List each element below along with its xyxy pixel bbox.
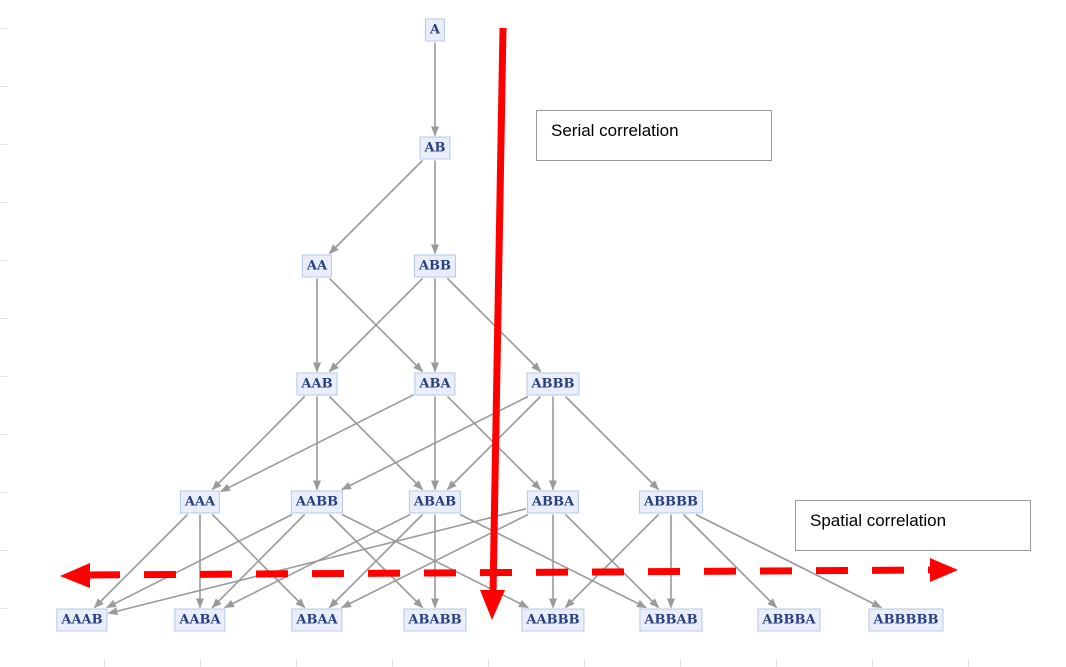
edge-aaa-to-aaab bbox=[93, 513, 189, 609]
grid-tick bbox=[968, 659, 969, 667]
node-aabb: AABB bbox=[290, 490, 344, 514]
edge-abab-to-abaa bbox=[328, 513, 424, 609]
edge-abb-to-aab bbox=[328, 277, 424, 373]
edge-aab-to-aaa bbox=[211, 395, 306, 491]
edge-abbb-to-abbbb bbox=[564, 395, 660, 491]
node-aabbb: AABBB bbox=[521, 608, 585, 632]
grid-tick bbox=[0, 376, 8, 377]
serial-correlation-arrow bbox=[480, 27, 507, 620]
grid-tick bbox=[0, 86, 8, 87]
grid-tick bbox=[0, 318, 8, 319]
edge-abba-to-aaab bbox=[107, 507, 527, 616]
spatial-correlation-arrow bbox=[60, 558, 958, 588]
grid-tick bbox=[680, 659, 681, 667]
edge-abb-to-abbb bbox=[446, 277, 542, 373]
grid-tick bbox=[776, 659, 777, 667]
node-aaba: AABA bbox=[174, 608, 226, 632]
grid-tick bbox=[0, 434, 8, 435]
grid-tick bbox=[488, 659, 489, 667]
grid-tick bbox=[296, 659, 297, 667]
grid-tick bbox=[392, 659, 393, 667]
node-abbbbb: ABBBBB bbox=[868, 608, 944, 632]
grid-tick bbox=[584, 659, 585, 667]
node-aa: AA bbox=[301, 254, 333, 278]
grid-tick bbox=[0, 28, 8, 29]
edge-abbbb-to-abbba bbox=[682, 513, 778, 609]
grid-tick bbox=[0, 144, 8, 145]
node-ab: AB bbox=[419, 136, 451, 160]
node-aab: AAB bbox=[296, 372, 338, 396]
grid-tick bbox=[872, 659, 873, 667]
edge-abbbb-to-abbbbb bbox=[695, 513, 882, 609]
edge-aba-to-aaa bbox=[220, 394, 414, 493]
node-aaa: AAA bbox=[179, 490, 221, 514]
edge-aabb-to-aaba bbox=[211, 513, 306, 609]
node-aba: ABA bbox=[414, 372, 456, 396]
node-aaab: AAAB bbox=[56, 608, 108, 632]
spatial-correlation-callout: Spatial correlation bbox=[795, 500, 1031, 551]
grid-tick bbox=[0, 608, 8, 609]
node-abbab: ABBAB bbox=[639, 608, 703, 632]
node-abaa: ABAA bbox=[291, 608, 343, 632]
grid-tick bbox=[0, 492, 8, 493]
grid-tick bbox=[0, 202, 8, 203]
serial-correlation-label: Serial correlation bbox=[551, 121, 679, 140]
grid-tick bbox=[0, 260, 8, 261]
node-abba: ABBA bbox=[526, 490, 580, 514]
spatial-correlation-label: Spatial correlation bbox=[810, 511, 947, 530]
node-abbbb: ABBBB bbox=[638, 490, 704, 514]
node-abb: ABB bbox=[413, 254, 457, 278]
grid-tick bbox=[0, 550, 8, 551]
node-ababb: ABABB bbox=[403, 608, 467, 632]
node-abbba: ABBBA bbox=[757, 608, 821, 632]
grid-tick bbox=[200, 659, 201, 667]
grid-tick bbox=[104, 659, 105, 667]
node-abbb: ABBB bbox=[526, 372, 580, 396]
edge-ab-to-aa bbox=[328, 159, 424, 255]
node-abab: ABAB bbox=[408, 490, 462, 514]
edge-abbbb-to-aabbb bbox=[564, 513, 660, 609]
serial-correlation-callout: Serial correlation bbox=[536, 110, 772, 161]
edge-aab-to-abab bbox=[328, 395, 424, 491]
node-a: A bbox=[424, 18, 446, 42]
edge-aabb-to-aaab bbox=[106, 513, 293, 609]
